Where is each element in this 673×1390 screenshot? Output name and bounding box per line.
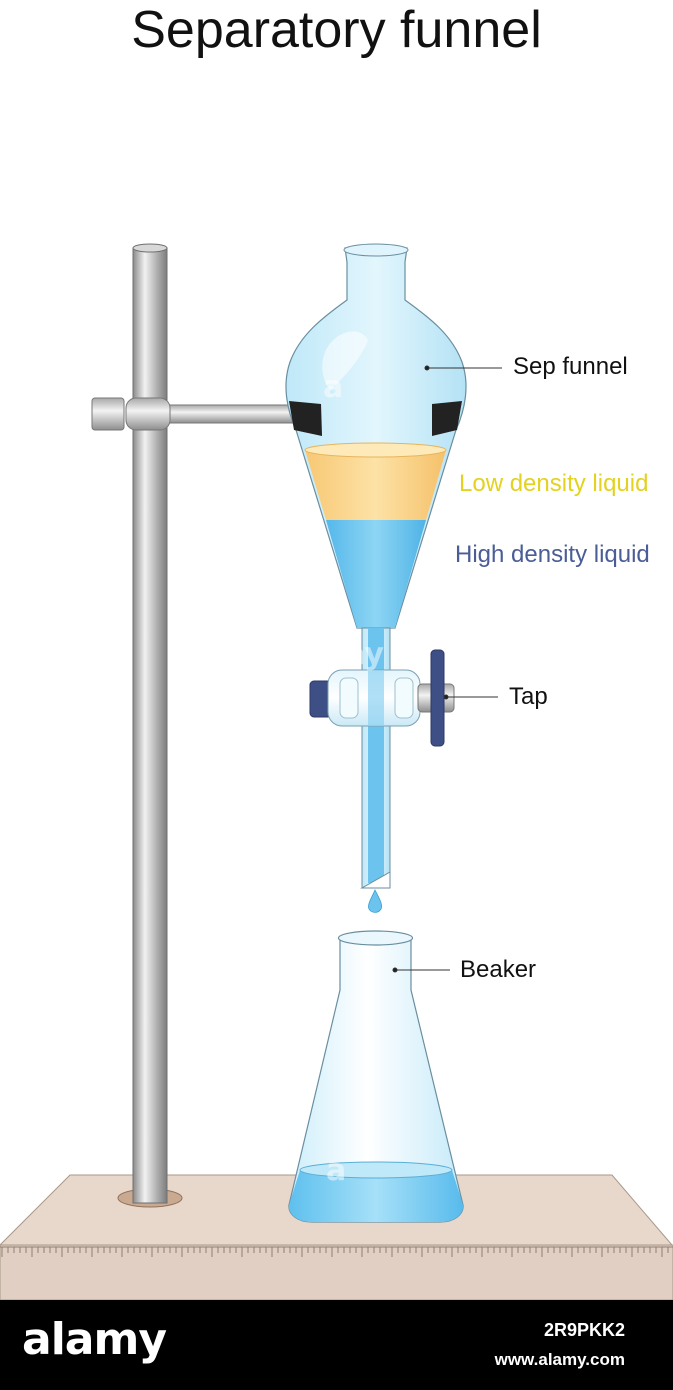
svg-text:a: a <box>326 1153 346 1188</box>
separatory-funnel-diagram: a ay a Separatory funnel Sep funnel Low … <box>0 1 673 1301</box>
tap-label: Tap <box>509 683 548 710</box>
beaker-label: Beaker <box>460 956 537 983</box>
stand-rod <box>132 243 168 1204</box>
low-density-liquid-label: Low density liquid <box>459 470 649 497</box>
label-leaders <box>392 365 502 973</box>
beaker <box>288 930 464 1223</box>
high-density-liquid-label: High density liquid <box>455 541 650 568</box>
page-title: Separatory funnel <box>131 1 542 59</box>
image-id: 2R9PKK2 <box>543 1320 625 1340</box>
high-density-liquid-layer <box>326 520 426 628</box>
svg-text:ay: ay <box>345 637 384 672</box>
sep-funnel-label: Sep funnel <box>513 353 628 380</box>
site-url: www.alamy.com <box>494 1350 625 1369</box>
tap[interactable] <box>309 649 455 747</box>
apparatus-illustration: a ay a <box>0 243 673 1301</box>
watermark-marks: a ay a <box>323 370 384 1188</box>
clamp-arm <box>91 397 296 431</box>
alamy-logo: alamy <box>22 1314 167 1365</box>
clamp-straps <box>289 401 462 436</box>
low-density-liquid-layer <box>304 442 447 520</box>
watermark-footer: alamy 2R9PKK2 www.alamy.com <box>0 1300 673 1390</box>
svg-text:a: a <box>323 370 343 405</box>
